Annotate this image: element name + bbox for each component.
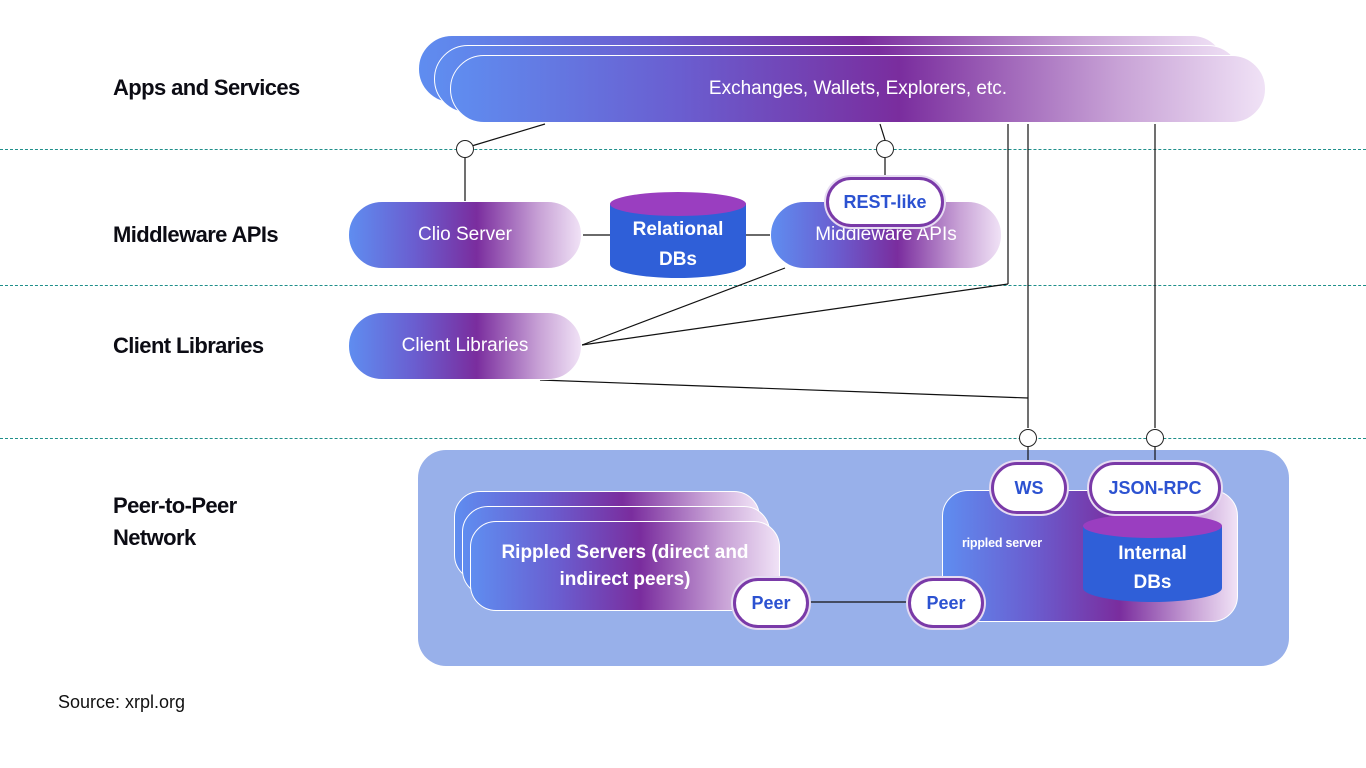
- apps-services-pill: Exchanges, Wallets, Explorers, etc.: [450, 55, 1266, 123]
- internal-db-body: [1083, 526, 1222, 602]
- rippled-servers-card: Rippled Servers (direct and indirect pee…: [470, 521, 780, 611]
- json-rpc-badge: JSON-RPC: [1089, 462, 1221, 514]
- ws-badge: WS: [991, 462, 1067, 514]
- connector-node-jsonrpc: [1146, 429, 1164, 447]
- rest-like-badge: REST-like: [826, 177, 944, 227]
- layer-label-middleware: Middleware APIs: [113, 222, 279, 247]
- rippled-servers-line1: Rippled Servers (direct and: [501, 542, 749, 563]
- peer-badge-right: Peer: [908, 578, 984, 628]
- divider-middleware-client: [0, 285, 1366, 286]
- internal-db-line1: Internal: [1118, 543, 1187, 564]
- rippled-server-label: rippled server: [962, 536, 1042, 550]
- relational-db-line2: DBs: [658, 249, 697, 270]
- middleware-apis-label: Middleware APIs: [815, 224, 957, 245]
- peer-left-label: Peer: [751, 592, 791, 613]
- rest-like-label: REST-like: [843, 191, 927, 212]
- connector-node-clio: [456, 140, 474, 158]
- connector-node-ws: [1019, 429, 1037, 447]
- relational-db-line1: Relational: [632, 219, 724, 240]
- internal-db-top: [1083, 514, 1222, 538]
- source-caption: Source: xrpl.org: [58, 692, 186, 712]
- layer-label-apps: Apps and Services: [113, 75, 300, 100]
- json-rpc-label: JSON-RPC: [1108, 477, 1202, 498]
- internal-db-cylinder: Internal DBs: [1083, 514, 1222, 602]
- relational-db-cylinder: Relational DBs: [610, 192, 746, 278]
- rippled-servers-line2: indirect peers): [559, 569, 691, 590]
- apps-pill-label: Exchanges, Wallets, Explorers, etc.: [708, 78, 1008, 99]
- layer-label-p2p-line1: Peer-to-Peer: [113, 493, 237, 518]
- divider-client-p2p: [0, 438, 1366, 439]
- peer-right-label: Peer: [926, 592, 966, 613]
- relational-db-top: [610, 192, 746, 216]
- clio-server-pill: Clio Server: [348, 201, 582, 269]
- internal-db-line2: DBs: [1133, 572, 1172, 593]
- peer-badge-left: Peer: [733, 578, 809, 628]
- client-libraries-pill: Client Libraries: [348, 312, 582, 380]
- layer-label-p2p-line2: Network: [113, 525, 196, 550]
- relational-db-body: [610, 204, 746, 278]
- layer-label-p2p: Peer-to-Peer Network: [113, 490, 237, 554]
- divider-apps-middleware: [0, 149, 1366, 150]
- connector-node-middleware: [876, 140, 894, 158]
- ws-label: WS: [1014, 477, 1044, 498]
- clio-server-label: Clio Server: [418, 224, 512, 245]
- client-libraries-label: Client Libraries: [401, 335, 529, 356]
- layer-label-client: Client Libraries: [113, 333, 264, 358]
